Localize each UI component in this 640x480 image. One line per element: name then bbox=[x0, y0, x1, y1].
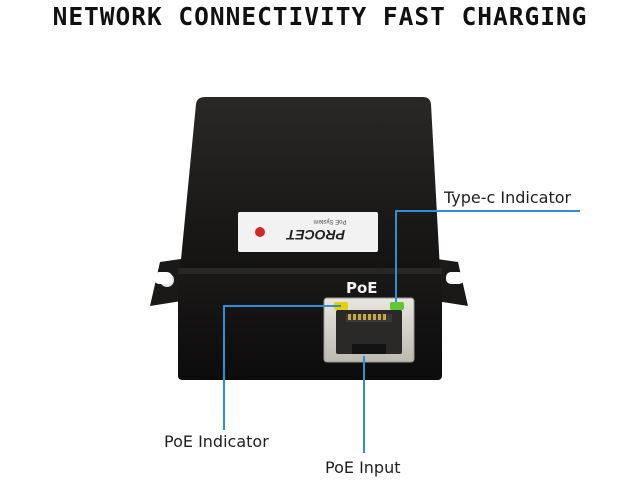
rj45-port bbox=[323, 297, 415, 363]
brand-tagline-text: PoE System bbox=[313, 218, 346, 224]
typec-indicator-led bbox=[390, 302, 404, 310]
callout-typec-indicator: Type-c Indicator bbox=[444, 188, 572, 207]
port-poe-label: PoE bbox=[346, 279, 378, 297]
callout-line-poe-indicator bbox=[223, 305, 341, 430]
port-contacts bbox=[348, 314, 386, 320]
brand-label: PROCET PoE System bbox=[238, 212, 378, 252]
callout-poe-input: PoE Input bbox=[325, 458, 401, 477]
callout-line-typec bbox=[395, 210, 580, 302]
headline-banner: NETWORK CONNECTIVITY FAST CHARGING bbox=[52, 2, 588, 31]
callout-poe-indicator: PoE Indicator bbox=[164, 432, 269, 451]
brand-logo-text: PROCET bbox=[285, 227, 345, 243]
callout-lines bbox=[223, 210, 580, 453]
